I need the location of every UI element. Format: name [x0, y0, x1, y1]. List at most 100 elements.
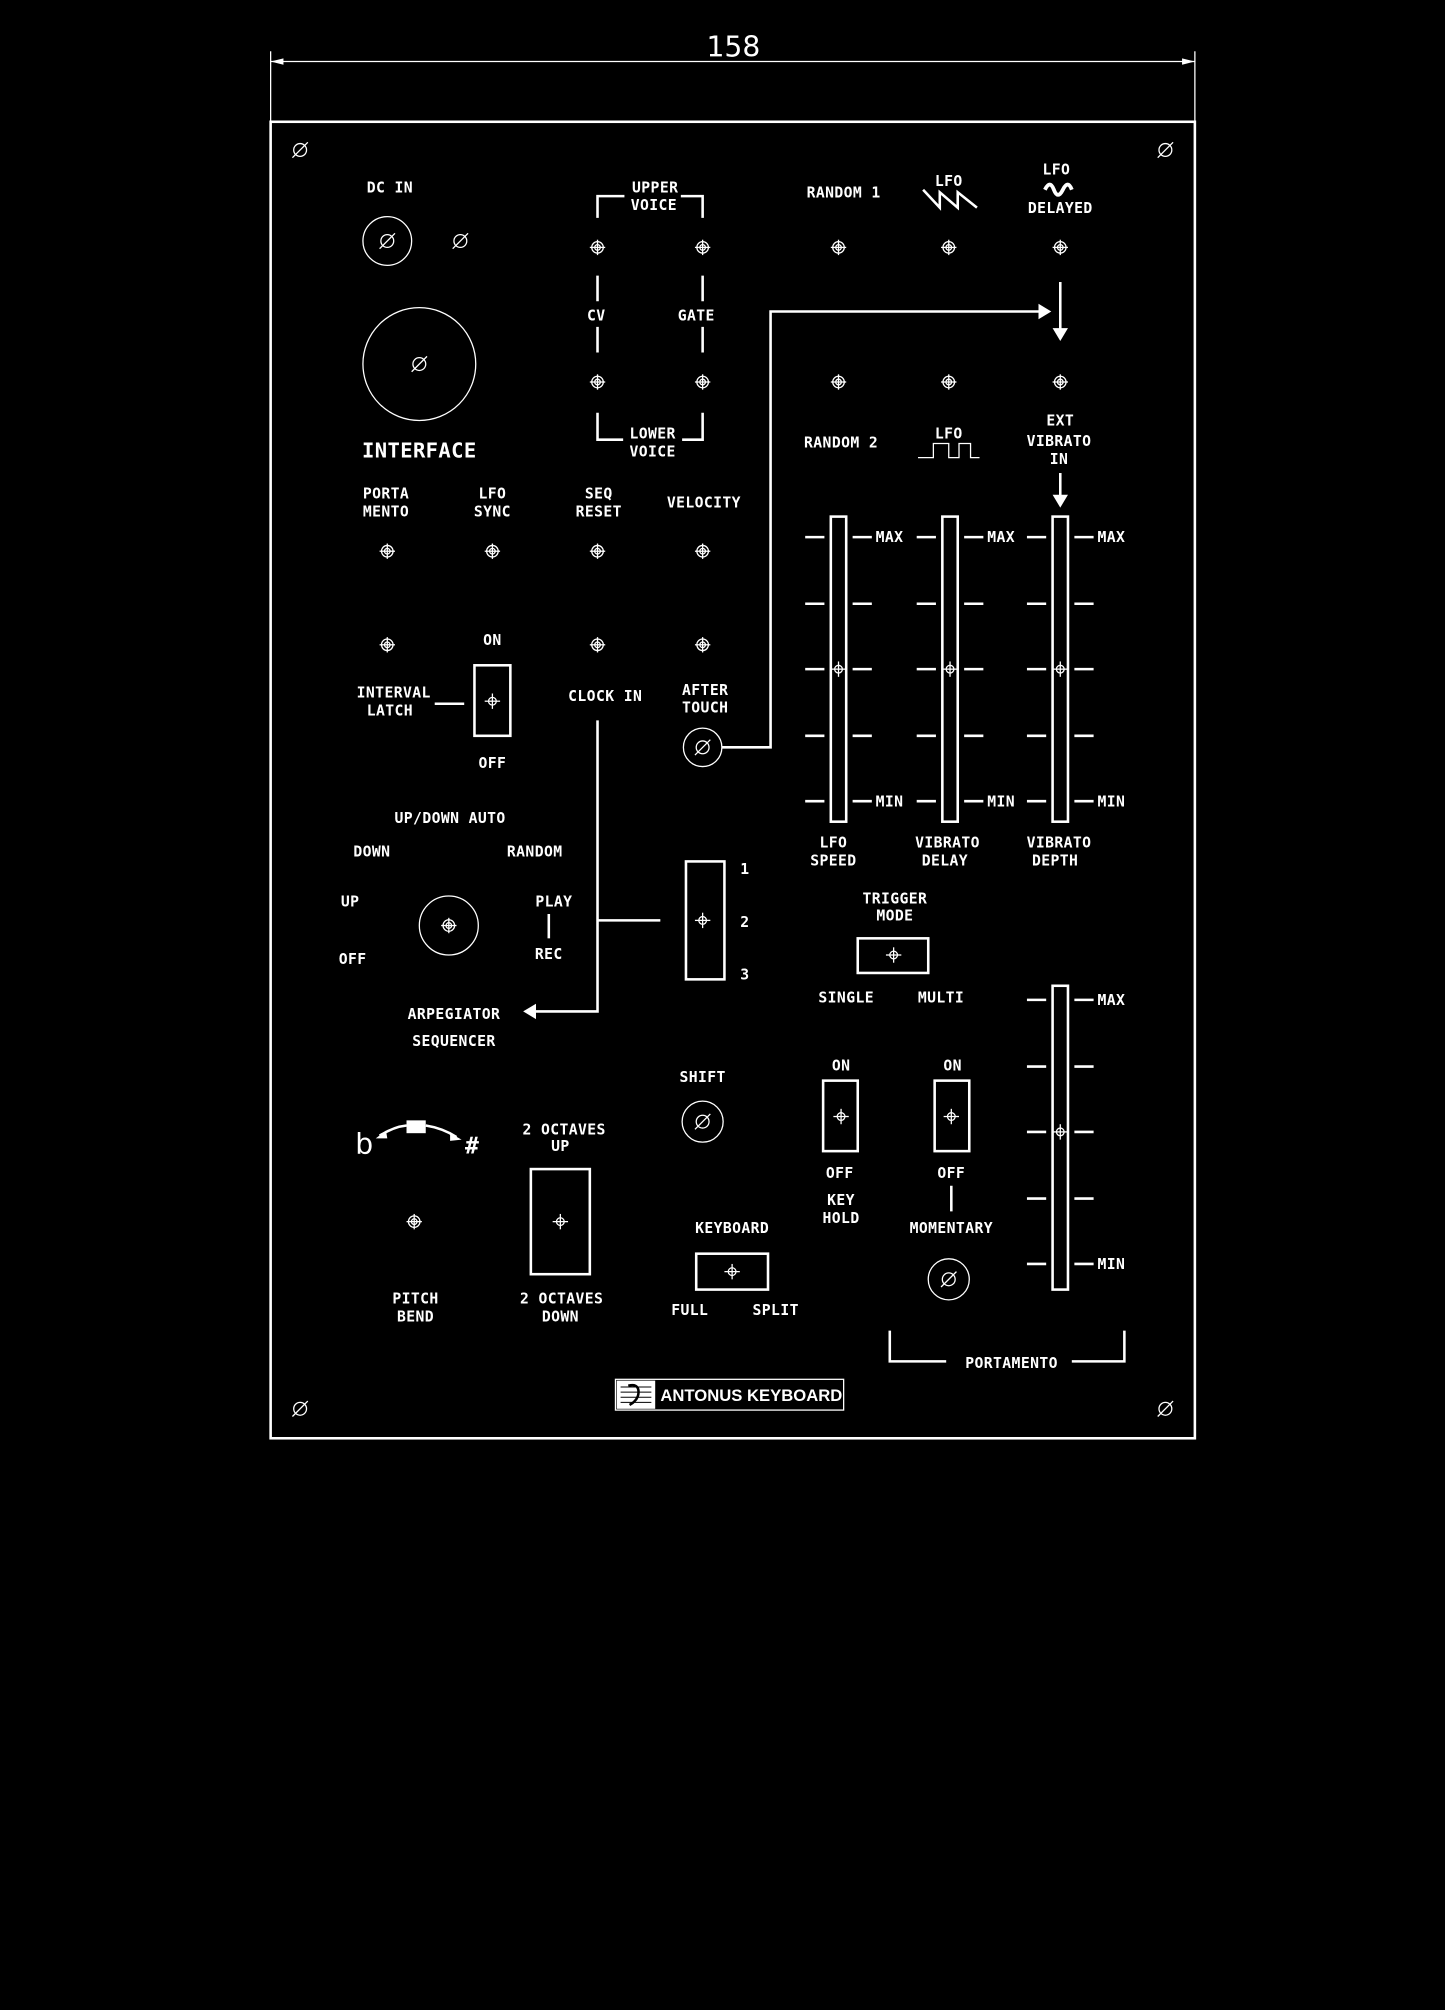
mount-hole-icon: [411, 355, 428, 373]
switch-lever-icon: [484, 693, 501, 709]
screw-hole-icon: [1157, 141, 1174, 159]
latch-off-label: OFF: [479, 755, 507, 772]
jack-socket-icon[interactable]: [694, 239, 711, 256]
trigger-mode-switch[interactable]: [856, 937, 930, 975]
random-label: RANDOM: [507, 843, 563, 860]
brand-logo: ANTONUS KEYBOARD: [614, 1378, 845, 1411]
jack-socket-icon[interactable]: [379, 637, 395, 653]
voice-label: VOICE: [631, 197, 677, 214]
square-wave-icon: [917, 442, 980, 459]
lfo-speed-slider[interactable]: MAX MIN: [805, 515, 904, 823]
min-label: MIN: [987, 793, 1015, 810]
clock-in-label: CLOCK IN: [568, 688, 642, 705]
switch-lever-icon: [694, 912, 711, 929]
octaves-down-label: 2 OCTAVES: [520, 1291, 603, 1308]
jack-socket-icon[interactable]: [589, 239, 606, 256]
bass-clef-icon: [627, 1383, 640, 1407]
dc-in-socket[interactable]: [362, 215, 413, 266]
momentary-label: MOMENTARY: [910, 1220, 993, 1237]
voice-label: VOICE: [629, 443, 675, 460]
full-label: FULL: [671, 1302, 708, 1319]
slider-track[interactable]: [1051, 984, 1070, 1291]
octaves-down-label: DOWN: [542, 1309, 579, 1326]
after-touch-label: AFTER: [682, 682, 728, 699]
vibrato-depth-label: VIBRATO: [1027, 834, 1092, 851]
jack-socket-icon[interactable]: [1052, 374, 1068, 390]
panel-outline: [269, 120, 1197, 1440]
arpegiator-label: ARPEGIATOR: [408, 1006, 501, 1023]
upper-label: UPPER: [632, 179, 678, 196]
jack-socket-icon[interactable]: [830, 239, 847, 256]
after-touch-socket[interactable]: [682, 727, 723, 768]
mount-hole-icon: [379, 232, 396, 250]
vibrato-label: VIBRATO: [1027, 433, 1092, 450]
max-label: MAX: [1097, 529, 1125, 546]
slider-handle-icon[interactable]: [1052, 661, 1068, 677]
screw-hole-icon: [291, 1400, 309, 1417]
random2-label: RANDOM 2: [804, 434, 878, 451]
slider-handle-icon[interactable]: [942, 661, 958, 677]
interval-latch-switch[interactable]: [473, 664, 512, 738]
seq-position-switch[interactable]: [684, 860, 726, 981]
octave-switch[interactable]: [529, 1167, 592, 1276]
down-label: DOWN: [353, 843, 390, 860]
jack-socket-icon[interactable]: [589, 637, 606, 653]
switch-lever-icon: [885, 947, 902, 963]
shift-label: SHIFT: [679, 1069, 725, 1086]
mount-hole-icon: [694, 1113, 711, 1130]
random1-label: RANDOM 1: [807, 184, 881, 201]
after-touch-label: TOUCH: [682, 700, 728, 717]
screw-hole-icon: [1157, 1400, 1174, 1417]
momentary-button[interactable]: [927, 1258, 970, 1301]
keyboard-split-switch[interactable]: [694, 1252, 770, 1291]
rec-label: REC: [535, 946, 563, 963]
jack-socket-icon[interactable]: [941, 374, 957, 390]
sawtooth-wave-icon: [922, 188, 978, 211]
down-arrow-icon: [1052, 282, 1068, 508]
porta-label: MENTO: [363, 504, 409, 521]
porta-label: PORTA: [363, 486, 409, 503]
octaves-up-label: 2 OCTAVES: [523, 1121, 606, 1138]
jack-socket-icon[interactable]: [589, 374, 606, 390]
jack-socket-icon[interactable]: [830, 374, 847, 390]
vibrato-delay-label: DELAY: [922, 852, 968, 869]
jack-socket-icon[interactable]: [406, 1213, 422, 1230]
position-1-label: 1: [740, 861, 749, 878]
interface-connector[interactable]: [362, 307, 477, 422]
momentary-switch[interactable]: [933, 1079, 971, 1153]
max-label: MAX: [876, 529, 904, 546]
slider-handle-icon[interactable]: [1052, 1124, 1068, 1140]
lfo-square-label: LFO: [935, 425, 963, 442]
max-label: MAX: [987, 529, 1015, 546]
shift-button[interactable]: [681, 1100, 724, 1143]
jack-socket-icon[interactable]: [694, 374, 711, 390]
seq-reset-label: RESET: [576, 504, 622, 521]
trigger-mode-label: TRIGGER: [863, 891, 928, 908]
split-label: SPLIT: [753, 1302, 799, 1319]
screw-hole-icon: [291, 141, 309, 159]
jack-socket-icon[interactable]: [589, 543, 606, 559]
gate-label: GATE: [678, 307, 715, 324]
key-hold-switch[interactable]: [821, 1079, 860, 1153]
min-label: MIN: [876, 793, 904, 810]
jack-socket-icon[interactable]: [1052, 239, 1068, 256]
slider-handle-icon[interactable]: [830, 661, 847, 677]
key-hold-label: HOLD: [823, 1210, 860, 1227]
key-hold-label: KEY: [827, 1192, 855, 1209]
jack-socket-icon[interactable]: [694, 543, 711, 559]
lfo-speed-label: LFO: [819, 834, 847, 851]
momentary-on-label: ON: [943, 1057, 962, 1074]
vibrato-delay-slider[interactable]: MAX MIN: [916, 515, 1015, 823]
jack-socket-icon[interactable]: [484, 543, 501, 559]
jack-socket-icon[interactable]: [379, 543, 395, 559]
switch-lever-icon: [943, 1108, 960, 1125]
cv-label: CV: [587, 307, 606, 324]
arp-mode-knob[interactable]: [418, 895, 479, 956]
jack-socket-icon[interactable]: [941, 239, 957, 256]
keyboard-label: KEYBOARD: [695, 1220, 769, 1237]
jack-socket-icon[interactable]: [441, 917, 457, 934]
jack-socket-icon[interactable]: [694, 637, 711, 653]
sharp-symbol: #: [465, 1134, 479, 1160]
